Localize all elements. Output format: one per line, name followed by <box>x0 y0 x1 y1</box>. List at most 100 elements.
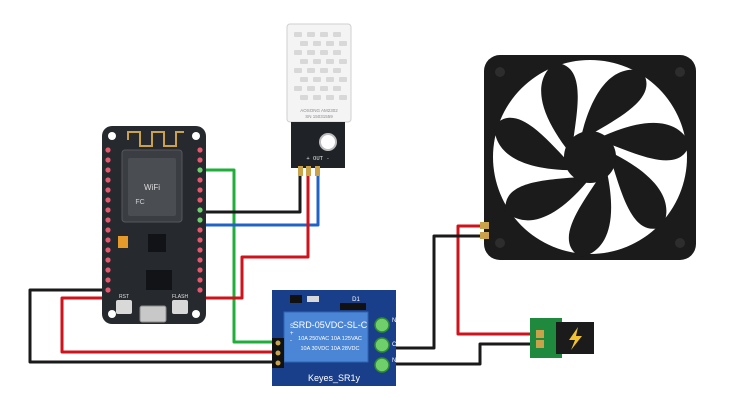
grille-slot <box>333 50 341 55</box>
grille-slot <box>313 59 321 64</box>
grille-slot <box>300 77 308 82</box>
fan-mount-hole <box>495 67 505 77</box>
nodemcu-pins-right <box>197 147 203 293</box>
relay-resistor <box>307 296 319 302</box>
fan-mount-hole <box>675 67 685 77</box>
grille-slot <box>326 77 334 82</box>
wire-black-gnd-relay <box>28 288 278 364</box>
relay-cube <box>283 311 369 363</box>
header-pin <box>197 197 203 203</box>
header-pin <box>197 247 203 253</box>
relay-terminal-nc <box>374 317 390 333</box>
grille-slot <box>313 41 321 46</box>
relay-pin-s <box>275 340 281 346</box>
sensor-chip-line2: SN 15031559 <box>305 114 333 119</box>
grille-slot <box>313 77 321 82</box>
fan-blade <box>494 117 569 171</box>
dht22-sensor: AOSONG AM2302 SN 15031559 + OUT - <box>286 23 352 176</box>
grille-slot <box>307 68 315 73</box>
sensor-pin <box>315 166 320 176</box>
header-pin <box>197 277 203 283</box>
rst-label: RST <box>119 294 129 300</box>
relay-pin-label-minus: - <box>290 338 292 344</box>
fan-blade <box>603 122 690 161</box>
wire-black-fan-relay <box>384 234 489 350</box>
header-pin <box>197 167 203 173</box>
grille-slot <box>300 95 308 100</box>
mount-hole <box>192 132 200 140</box>
header-pin <box>105 277 111 283</box>
header-pin <box>197 287 203 293</box>
fan-hub <box>564 131 616 183</box>
wire-red-sensor-vcc <box>198 168 310 300</box>
sensor-pin <box>306 166 311 176</box>
flash-button <box>172 300 188 314</box>
relay-pin-minus <box>275 360 281 366</box>
header-pin <box>105 247 111 253</box>
wire-black-relay-power <box>384 342 542 366</box>
power-terminal-bottom <box>536 340 544 348</box>
header-pin <box>105 217 111 223</box>
header-pin <box>197 157 203 163</box>
relay-diode <box>340 303 366 310</box>
sensor-pin <box>298 166 303 176</box>
grille-slot <box>313 95 321 100</box>
header-pin <box>105 167 111 173</box>
mount-hole <box>108 310 116 318</box>
fan-lead-black <box>480 232 489 239</box>
header-pin <box>105 157 111 163</box>
grille-slot <box>307 32 315 37</box>
sensor-chip-line1: AOSONG AM2302 <box>300 108 338 113</box>
header-pin <box>105 177 111 183</box>
grille-slot <box>320 86 328 91</box>
header-pin <box>105 287 111 293</box>
fc-label: FC <box>135 199 144 206</box>
header-pin <box>105 207 111 213</box>
header-pin <box>197 187 203 193</box>
sensor-grille <box>294 32 347 100</box>
orange-cap <box>118 236 128 248</box>
lightning-icon <box>569 327 582 350</box>
wire-red-fan-power <box>456 224 542 336</box>
relay-pin-plus <box>275 350 281 356</box>
relay-pin-label-plus: + <box>290 331 294 337</box>
relay-label-no: NO <box>392 358 401 364</box>
usb-port <box>139 305 167 323</box>
header-pin <box>105 227 111 233</box>
header-pin <box>105 197 111 203</box>
antenna-trace <box>127 131 184 147</box>
header-pin <box>197 227 203 233</box>
fan-blade <box>541 62 578 149</box>
grille-slot <box>320 32 328 37</box>
mount-hole <box>192 310 200 318</box>
relay-terminal-c <box>374 337 390 353</box>
relay-terminal-no <box>374 357 390 373</box>
power-terminal-top <box>536 330 544 338</box>
wifi-label: WiFi <box>144 183 160 192</box>
grille-slot <box>326 95 334 100</box>
fan-icon <box>494 62 690 258</box>
grille-slot <box>294 50 302 55</box>
header-pin <box>197 217 203 223</box>
fan-blade <box>582 69 647 135</box>
fan-mount-hole <box>495 238 505 248</box>
grille-slot <box>333 68 341 73</box>
fan-lead-red <box>480 222 489 229</box>
flash-label: FLASH <box>172 294 189 300</box>
header-pin <box>197 267 203 273</box>
grille-slot <box>300 59 308 64</box>
grille-slot <box>300 41 308 46</box>
mount-hole <box>108 132 116 140</box>
wires <box>28 168 542 366</box>
header-pin <box>105 257 111 263</box>
grille-slot <box>294 68 302 73</box>
header-pin <box>105 237 111 243</box>
esp-shield <box>128 158 176 216</box>
header-pin <box>105 267 111 273</box>
wire-blue-sensor-out <box>198 168 320 227</box>
fan-mount-hole <box>675 238 685 248</box>
grille-slot <box>326 41 334 46</box>
grille-slot <box>333 32 341 37</box>
relay-model: SRD-05VDC-SL-C <box>293 320 368 330</box>
